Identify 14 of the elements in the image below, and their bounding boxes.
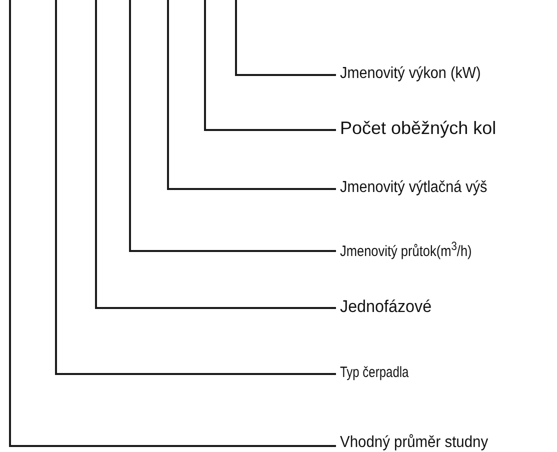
leader-line <box>9 0 336 447</box>
part-label: Počet oběžných kol <box>340 118 496 140</box>
leader-line <box>95 0 336 309</box>
part-label: Vhodný průměr studny <box>340 432 488 452</box>
part-label: Jmenovitý výkon (kW) <box>340 64 481 84</box>
leader-line <box>235 0 336 76</box>
part-label: Typ čerpadla <box>340 364 409 382</box>
leader-line <box>204 0 336 131</box>
part-label: Jednofázové <box>340 296 432 318</box>
leader-line <box>55 0 336 375</box>
leader-line <box>129 0 336 252</box>
part-label: Jmenovitý výtlačná výš <box>340 178 488 198</box>
part-label: Jmenovitý průtok(m$^{3}$/h) <box>340 239 472 261</box>
leader-line <box>167 0 336 190</box>
